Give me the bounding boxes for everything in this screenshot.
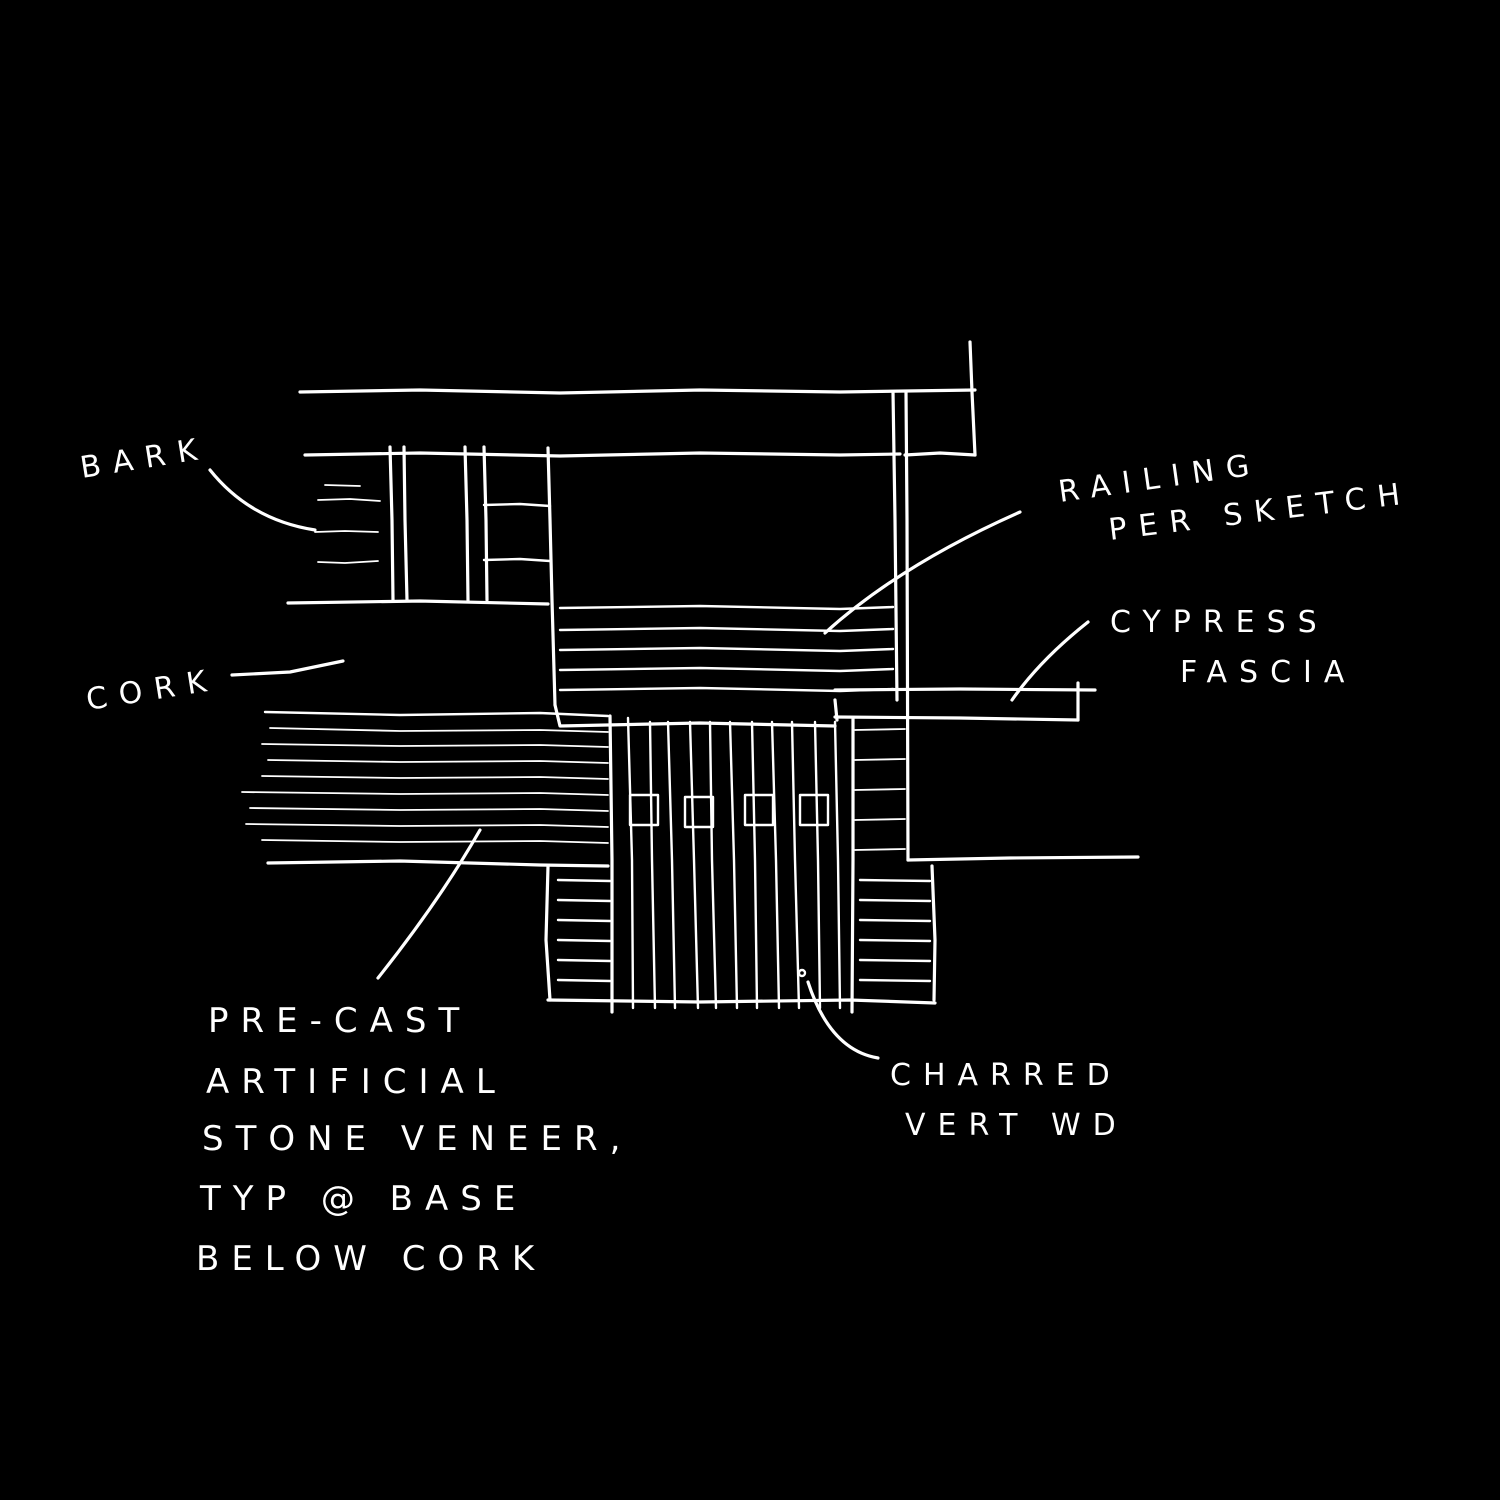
leader-lines [208,468,1090,1060]
label-bark: BARK [78,431,212,486]
window-frame [388,445,557,707]
label-cypress-line1: CYPRESS [1110,605,1329,640]
charred-vertical-wood [608,714,855,1014]
label-precast-line4: TYP @ BASE [199,1179,527,1219]
label-precast-line5: BELOW CORK [196,1239,546,1279]
post [891,390,910,862]
label-precast-line1: PRE-CAST [208,1001,471,1041]
label-charred-line2: VERT WD [905,1108,1128,1143]
fascia [833,681,1097,722]
siding-band [286,599,895,728]
stone-veneer [241,710,612,1002]
label-precast-line2: ARTIFICIAL [206,1062,507,1102]
labels: BARK CORK RAILING PER SKETCH CYPRESS FAS… [78,431,1414,1279]
label-cypress-line2: FASCIA [1180,655,1356,690]
label-charred-line1: CHARRED [890,1058,1122,1093]
bark-siding-lines [314,484,381,564]
ground-line [546,998,937,1005]
right-base [854,728,1140,1002]
label-precast-line3: STONE VENEER, [202,1119,632,1159]
upper-band-outline [298,340,977,458]
label-cork: CORK [84,663,221,718]
